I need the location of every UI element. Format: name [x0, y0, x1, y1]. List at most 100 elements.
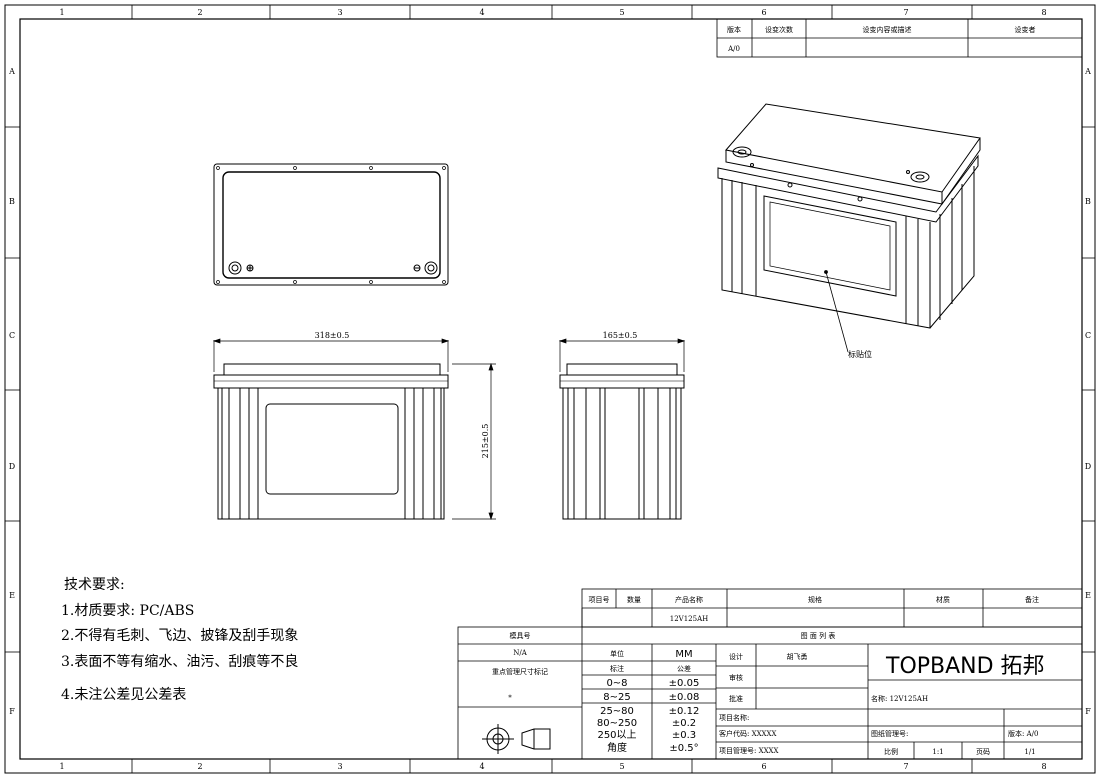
project-name-label: 项目名称: [719, 713, 749, 722]
parts-header-material: 材质 [936, 595, 950, 604]
rev-header-desc: 设变内容或描述 [863, 25, 912, 34]
designer-name: 胡飞勇 [787, 652, 808, 661]
row-label: C [1085, 331, 1091, 340]
row-label: B [1085, 197, 1091, 206]
col-label: 5 [619, 762, 624, 771]
parts-header-name: 产品名称 [675, 595, 703, 604]
rev-row-version: A/0 [727, 45, 740, 53]
tol-value: ±0.08 [669, 692, 700, 703]
battery-front-view [213, 363, 449, 520]
tol-value: ±0.5° [669, 743, 698, 754]
column-labels-top: 1 2 3 4 5 6 7 8 [59, 8, 1046, 17]
row-label: F [9, 707, 15, 716]
tech-requirement-item: 4.未注公差见公差表 [61, 687, 187, 703]
review-label: 审核 [729, 673, 743, 682]
terminal-positive-icon [228, 261, 254, 275]
row-label: E [9, 591, 15, 600]
tol-value: ±0.12 [669, 706, 700, 717]
parts-header-remark: 备注 [1025, 595, 1039, 604]
tech-requirements-title: 技术要求: [64, 577, 125, 593]
unit-value: MM [675, 649, 692, 660]
drawing-name: 名称: 12V125AH [871, 694, 928, 703]
page-value: 1/1 [1024, 748, 1035, 756]
height-dimension [452, 362, 496, 521]
row-label: A [8, 67, 15, 76]
parts-header-qty: 数量 [627, 595, 641, 604]
drawing-version: 版本: A/0 [1008, 729, 1038, 738]
terminal-negative-icon [413, 261, 438, 275]
title-block-grid [457, 626, 1083, 760]
col-label: 3 [337, 762, 342, 771]
page-label: 页码 [976, 748, 990, 756]
approve-label: 批准 [729, 694, 743, 703]
tol-range: 8~25 [603, 692, 630, 703]
col-label: 7 [903, 8, 908, 17]
parts-list-caption: 图 面 列 表 [801, 631, 836, 640]
unit-label: 单位 [610, 649, 624, 658]
row-labels-right: A B C D E F [1084, 67, 1091, 716]
row-label: D [1085, 462, 1091, 471]
tol-value: ±0.2 [672, 718, 696, 729]
tol-range: 0~8 [606, 678, 627, 689]
rev-header-count: 设变次数 [765, 25, 793, 34]
depth-dimension-label: 165±0.5 [603, 331, 638, 340]
scale-label: 比例 [884, 747, 898, 756]
zone-markers [5, 5, 1095, 773]
col-label: 1 [59, 8, 64, 17]
tol-value: ±0.05 [669, 678, 700, 689]
height-dimension-label: 215±0.5 [481, 424, 490, 459]
mold-value: N/A [513, 649, 527, 657]
key-dims-marker: * [508, 694, 512, 702]
row-label: E [1085, 591, 1091, 600]
tol-label: 公差 [677, 664, 691, 673]
battery-isometric-view [717, 103, 981, 329]
col-label: 2 [197, 8, 202, 17]
key-dims-label: 重点管理尺寸标记 [492, 667, 548, 676]
tech-requirement-item: 3.表面不等有缩水、油污、刮痕等不良 [61, 654, 299, 670]
col-label: 1 [59, 762, 64, 771]
row-labels-left: A B C D E F [8, 67, 15, 716]
row-label: C [9, 331, 15, 340]
col-label: 4 [479, 762, 484, 771]
col-label: 8 [1041, 8, 1046, 17]
column-labels-bottom: 1 2 3 4 5 6 7 8 [59, 762, 1046, 771]
rev-header-author: 设变者 [1015, 25, 1036, 34]
row-label: F [1085, 707, 1091, 716]
projection-symbol-icon [482, 724, 551, 754]
parts-header-spec: 规格 [808, 595, 822, 604]
tol-range: 80~250 [597, 718, 637, 729]
battery-top-view [213, 163, 449, 286]
row-label: A [1084, 67, 1091, 76]
col-label: 3 [337, 8, 342, 17]
tech-requirement-item: 1.材质要求: PC/ABS [61, 603, 195, 619]
col-label: 6 [761, 8, 766, 17]
project-mgmt-no: 项目管理号: XXXX [719, 746, 779, 755]
mold-label: 模具号 [510, 631, 531, 640]
tol-range: 25~80 [600, 706, 634, 717]
scale-value: 1:1 [932, 748, 943, 756]
col-label: 8 [1041, 762, 1046, 771]
battery-side-view [559, 363, 685, 520]
drawing-number-label: 图纸管理号: [871, 729, 908, 738]
std-label: 标注 [610, 664, 624, 673]
col-label: 5 [619, 8, 624, 17]
tol-value: ±0.3 [672, 730, 696, 741]
rev-header-version: 版本 [727, 25, 741, 34]
label-callout-leader [824, 270, 849, 353]
tech-requirement-item: 2.不得有毛刺、飞边、披锋及刮手现象 [61, 628, 299, 644]
row-label: B [9, 197, 15, 206]
design-label: 设计 [729, 652, 743, 661]
parts-row-name: 12V125AH [670, 615, 708, 623]
customer-code: 客户代码: XXXXX [719, 729, 777, 738]
depth-dimension [558, 338, 686, 372]
width-dimension-label: 318±0.5 [315, 331, 350, 340]
col-label: 4 [479, 8, 484, 17]
tol-range: 250以上 [597, 729, 636, 741]
parts-list-table: 项目号 数量 产品名称 规格 材质 备注 12V125AH [581, 588, 1083, 628]
company-logo-text: TOPBAND 拓邦 [886, 654, 1045, 679]
col-label: 2 [197, 762, 202, 771]
revision-table: 版本 设变次数 设变内容或描述 设变者 A/0 [716, 18, 1083, 58]
col-label: 7 [903, 762, 908, 771]
parts-header-item: 项目号 [589, 596, 610, 604]
